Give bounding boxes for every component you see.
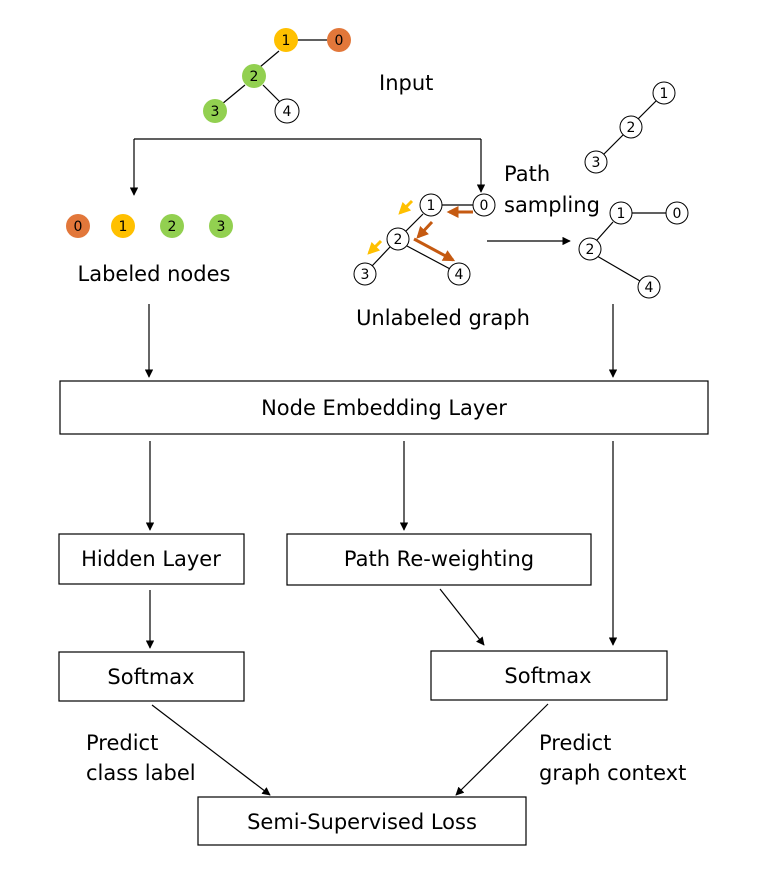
labeled-node-3: 3 [209,214,233,238]
input-graph: 1 0 2 3 4 Input [203,28,433,124]
unlabeled-node-1: 1 [419,193,443,217]
input-label: Input [379,71,433,95]
unlabeled-node-0-label: 0 [480,198,489,214]
unlabeled-node-3: 3 [353,262,377,286]
input-node-2-circle [242,64,266,88]
input-node-0: 0 [327,28,351,52]
unlabeled-node-2-label: 2 [394,232,403,248]
input-node-1-label: 1 [282,33,291,49]
node-embedding-layer: Node Embedding Layer [59,380,709,435]
path-sampling-label-line1: Path [504,162,550,186]
softmax-right-label: Softmax [504,664,591,688]
input-node-3-label: 3 [211,104,220,120]
path-a-node-1: 1 [660,86,669,102]
input-node-4-label: 4 [283,104,292,120]
sampled-path-b: 1 0 2 4 [578,201,689,299]
hidden-layer: Hidden Layer [58,533,245,585]
loss-label: Semi-Supervised Loss [247,810,477,834]
input-split-connector [129,138,486,196]
predict-class-line2: class label [86,761,196,785]
labeled-nodes-label: Labeled nodes [78,262,231,286]
walk-arrow-2-to-4 [413,237,456,262]
labeled-node-3-label: 3 [217,219,226,235]
unlabeled-node-2: 2 [386,227,410,251]
labeled-nodes-group: 0 1 2 3 Labeled nodes [66,214,233,286]
labeled-node-2-label: 2 [168,219,177,235]
arrow-softmax-right-to-loss [455,703,549,796]
labeled-node-0-label: 0 [74,219,83,235]
input-edge-1-2 [259,50,280,68]
input-node-0-circle [327,28,351,52]
labeled-node-1-circle [111,214,135,238]
input-node-3: 3 [203,99,227,123]
labeled-node-2-circle [160,214,184,238]
path-reweighting: Path Re-weighting [286,533,592,586]
input-node-1-circle [274,28,298,52]
unlabeled-node-0: 0 [472,193,496,217]
softmax-left-label: Softmax [107,665,194,689]
input-node-2: 2 [242,64,266,88]
hidden-layer-label: Hidden Layer [81,547,221,571]
input-node-3-circle [203,99,227,123]
input-node-2-label: 2 [250,69,259,85]
input-edge-2-3 [221,84,246,105]
labeled-node-2: 2 [160,214,184,238]
input-node-1: 1 [274,28,298,52]
walk-arrow-yellow-2 [367,239,383,255]
input-node-0-label: 0 [335,33,344,49]
path-b-node-2: 2 [586,242,595,258]
sampled-path-a: 1 2 3 [584,81,676,174]
input-node-4: 4 [274,98,300,124]
path-sampling: Path sampling 1 2 3 1 0 2 4 [487,81,689,299]
arrow-reweighting-to-softmax [439,588,485,646]
softmax-right: Softmax [430,650,668,701]
node-embedding-label: Node Embedding Layer [261,396,507,420]
unlabeled-graph-label: Unlabeled graph [356,306,530,330]
labeled-node-1: 1 [111,214,135,238]
path-sampling-label-line2: sampling [504,193,600,217]
labeled-node-3-circle [209,214,233,238]
arrow-softmax-left-to-loss [151,704,271,796]
unlabeled-node-1-label: 1 [427,198,436,214]
unlabeled-node-3-label: 3 [361,267,370,283]
path-a-node-3: 3 [592,155,601,171]
predict-context-line1: Predict [539,731,611,755]
softmax-left: Softmax [58,651,245,702]
path-b-node-0: 0 [673,206,682,222]
path-reweighting-label: Path Re-weighting [344,547,534,571]
unlabeled-node-4: 4 [447,262,471,286]
path-b-node-1: 1 [617,206,626,222]
labeled-node-1-label: 1 [119,219,128,235]
unlabeled-node-4-label: 4 [455,267,464,283]
walk-arrow-yellow-1 [398,199,414,215]
labeled-node-0-circle [66,214,90,238]
predict-context-line2: graph context [539,761,686,785]
semi-supervised-loss: Semi-Supervised Loss [197,796,527,846]
labeled-node-0: 0 [66,214,90,238]
input-edge-2-4 [262,84,281,103]
predict-class-line1: Predict [86,731,158,755]
walk-arrow-1-to-2 [416,220,434,239]
input-node-4-circle [274,98,300,124]
path-a-node-2: 2 [627,120,636,136]
unlabeled-graph: 1 0 2 3 4 Unlabeled graph [353,193,530,330]
path-b-node-4: 4 [645,280,654,296]
